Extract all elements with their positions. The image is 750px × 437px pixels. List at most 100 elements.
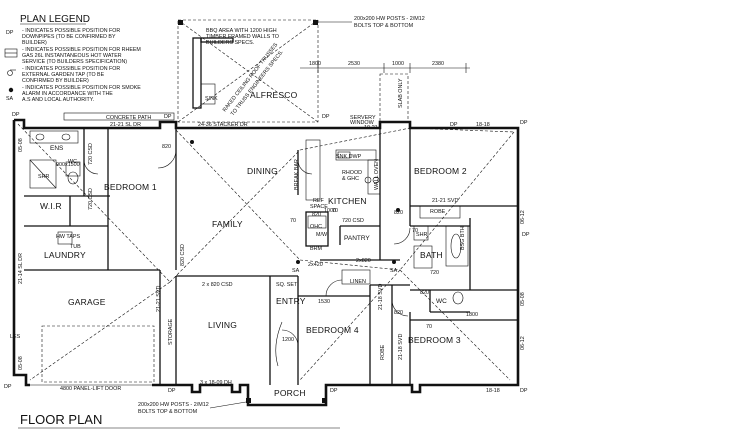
svg-text:06-12: 06-12: [520, 210, 526, 224]
svg-text:EXTERNAL GARDEN TAP (TO BE: EXTERNAL GARDEN TAP (TO BE: [22, 72, 105, 78]
svg-text:& GHC: & GHC: [342, 176, 359, 182]
svg-text:1000: 1000: [324, 208, 336, 214]
svg-text:CONFIRMED BY BUILDER): CONFIRMED BY BUILDER): [22, 78, 89, 84]
svg-text:21-21 SL DR: 21-21 SL DR: [110, 122, 141, 128]
svg-text:820: 820: [394, 310, 403, 316]
svg-text:- INDICATES POSSIBLE POSITION: - INDICATES POSSIBLE POSITION FOR: [22, 66, 120, 72]
svg-text:SA: SA: [292, 268, 300, 274]
room-label-linen: LINEN: [350, 279, 366, 285]
fixtures: [29, 130, 464, 367]
svg-text:BOLTS TOP & BOTTOM: BOLTS TOP & BOTTOM: [138, 409, 198, 415]
svg-text:ROBE: ROBE: [380, 344, 386, 360]
svg-text:21-14 SL DR: 21-14 SL DR: [18, 253, 24, 284]
room-label-storage: STORAGE: [168, 318, 174, 345]
svg-text:900x1500: 900x1500: [56, 162, 80, 168]
svg-text:2x820: 2x820: [356, 258, 371, 264]
room-label-dining: DINING: [247, 166, 278, 176]
svg-text:RAKED CEILING ROOF TRUSSES: RAKED CEILING ROOF TRUSSES: [222, 42, 280, 113]
svg-text:DP: DP: [520, 120, 528, 126]
svg-text:SERVERY: SERVERY: [350, 115, 376, 121]
svg-text:TIMBER FRAMED WALLS TO: TIMBER FRAMED WALLS TO: [206, 34, 279, 40]
svg-text:- INDICATES POSSIBLE POSITION: - INDICATES POSSIBLE POSITION FOR: [22, 28, 120, 34]
room-label-pantry: PANTRY: [344, 235, 370, 242]
room-label-bedroom-4: BEDROOM 4: [306, 325, 359, 335]
svg-text:ALARM IN ACCORDANCE WITH THE: ALARM IN ACCORDANCE WITH THE: [22, 91, 113, 97]
svg-text:LES: LES: [10, 334, 21, 340]
svg-text:70: 70: [290, 218, 296, 224]
svg-text:A.S AND LOCAL AUTHORITY.: A.S AND LOCAL AUTHORITY.: [22, 97, 94, 103]
svg-text:1000: 1000: [392, 61, 404, 67]
svg-text:DOWNPIPES (TO BE CONFIRMED BY: DOWNPIPES (TO BE CONFIRMED BY: [22, 34, 116, 40]
svg-text:21-21 SVD: 21-21 SVD: [432, 198, 458, 204]
svg-text:2380: 2380: [432, 61, 444, 67]
alfresco-area: BBQ AREA WITH 1200 HIGH TIMBER FRAMED WA…: [177, 16, 425, 123]
svg-text:2 x 820 CSD: 2 x 820 CSD: [202, 282, 233, 288]
smoke-alarm-icon: [8, 87, 14, 93]
svg-text:820: 820: [162, 144, 171, 150]
svg-text:1530: 1530: [318, 299, 330, 305]
room-label-alfresco: ALFRESCO: [250, 90, 298, 100]
svg-text:SINK: SINK: [205, 96, 218, 102]
svg-text:70: 70: [332, 208, 338, 214]
plan-title: FLOOR PLAN: [20, 412, 102, 427]
svg-text:2x420: 2x420: [308, 262, 323, 268]
svg-text:200x200 HW POSTS - 2/M12: 200x200 HW POSTS - 2/M12: [354, 16, 425, 22]
svg-text:70: 70: [426, 324, 432, 330]
legend-heading: PLAN LEGEND: [20, 14, 90, 25]
svg-text:SERVICE (TO BUILDERS SPECIFICA: SERVICE (TO BUILDERS SPECIFICATION): [22, 59, 127, 65]
svg-text:BBQ AREA WITH 1200 HIGH: BBQ AREA WITH 1200 HIGH: [206, 28, 277, 34]
svg-text:SQ. SET: SQ. SET: [276, 282, 298, 288]
svg-text:DP: DP: [520, 388, 528, 394]
roof-lines: [17, 123, 515, 381]
svg-text:SA: SA: [390, 268, 398, 274]
svg-text:DP: DP: [164, 114, 172, 120]
svg-text:820: 820: [420, 290, 429, 296]
svg-text:SLAB ONLY: SLAB ONLY: [398, 78, 404, 108]
room-label-kitchen: KITCHEN: [328, 196, 367, 206]
svg-text:HW TAPS: HW TAPS: [56, 234, 80, 240]
room-label-laundry: LAUNDRY: [44, 250, 86, 260]
svg-text:DP: DP: [168, 388, 176, 394]
room-label-living: LIVING: [208, 320, 237, 330]
room-label-bath: BATH: [420, 250, 443, 260]
svg-text:06-12: 06-12: [520, 336, 526, 350]
svg-text:BREAK BAR: BREAK BAR: [294, 159, 300, 190]
room-label-robe: ROBE: [430, 209, 446, 215]
svg-text:BUILDERS SPECS.: BUILDERS SPECS.: [206, 40, 254, 46]
svg-text:21-18 SVD: 21-18 SVD: [398, 334, 404, 360]
svg-text:RHOOD: RHOOD: [342, 170, 362, 176]
svg-text:SHR: SHR: [38, 174, 49, 180]
svg-text:720 CSD: 720 CSD: [342, 218, 364, 224]
svg-text:WALL OVEN: WALL OVEN: [374, 159, 380, 190]
room-label-garage: GARAGE: [68, 297, 106, 307]
svg-text:DP: DP: [330, 388, 338, 394]
svg-text:TO TRUSS ENGINEERS SPECS.: TO TRUSS ENGINEERS SPECS.: [230, 49, 285, 117]
svg-text:21-21 SVD: 21-21 SVD: [156, 286, 162, 312]
svg-text:820 CSD: 820 CSD: [180, 244, 186, 266]
svg-text:4800 PANEL-LIFT DOOR: 4800 PANEL-LIFT DOOR: [60, 386, 121, 392]
smoke-alarms: SA SA: [190, 140, 400, 274]
svg-text:BUILDER): BUILDER): [22, 40, 47, 46]
svg-text:DP: DP: [12, 112, 20, 118]
svg-text:SPACE: SPACE: [310, 204, 328, 210]
plan-legend: PLAN LEGEND DP - INDICATES POSSIBLE POSI…: [4, 14, 141, 103]
svg-text:WINDOW: WINDOW: [350, 120, 375, 126]
svg-text:BOLTS TOP & BOTTOM: BOLTS TOP & BOTTOM: [354, 23, 414, 29]
legend-symbol-dp: DP: [6, 30, 14, 36]
room-label-wir: W.I.R: [40, 201, 62, 211]
room-label-porch: PORCH: [274, 388, 306, 398]
svg-text:- INDICATES POSSIBLE POSITION: - INDICATES POSSIBLE POSITION FOR RHEEM: [22, 47, 141, 53]
room-label-bedroom-1: BEDROOM 1: [104, 182, 157, 192]
svg-text:2530: 2530: [348, 61, 360, 67]
svg-text:1800: 1800: [309, 61, 321, 67]
svg-text:05-08: 05-08: [18, 356, 24, 370]
svg-text:720: 720: [430, 270, 439, 276]
svg-text:REF: REF: [313, 198, 324, 204]
top-dimensions: 1800 2530 1000 2380 SLAB ONLY: [300, 61, 470, 123]
svg-text:TUB: TUB: [70, 244, 81, 250]
svg-text:18-18: 18-18: [486, 388, 500, 394]
svg-text:DP: DP: [4, 384, 12, 390]
svg-text:720 CSD: 720 CSD: [88, 188, 94, 210]
svg-text:3 x 18-09 DH: 3 x 18-09 DH: [200, 380, 232, 386]
